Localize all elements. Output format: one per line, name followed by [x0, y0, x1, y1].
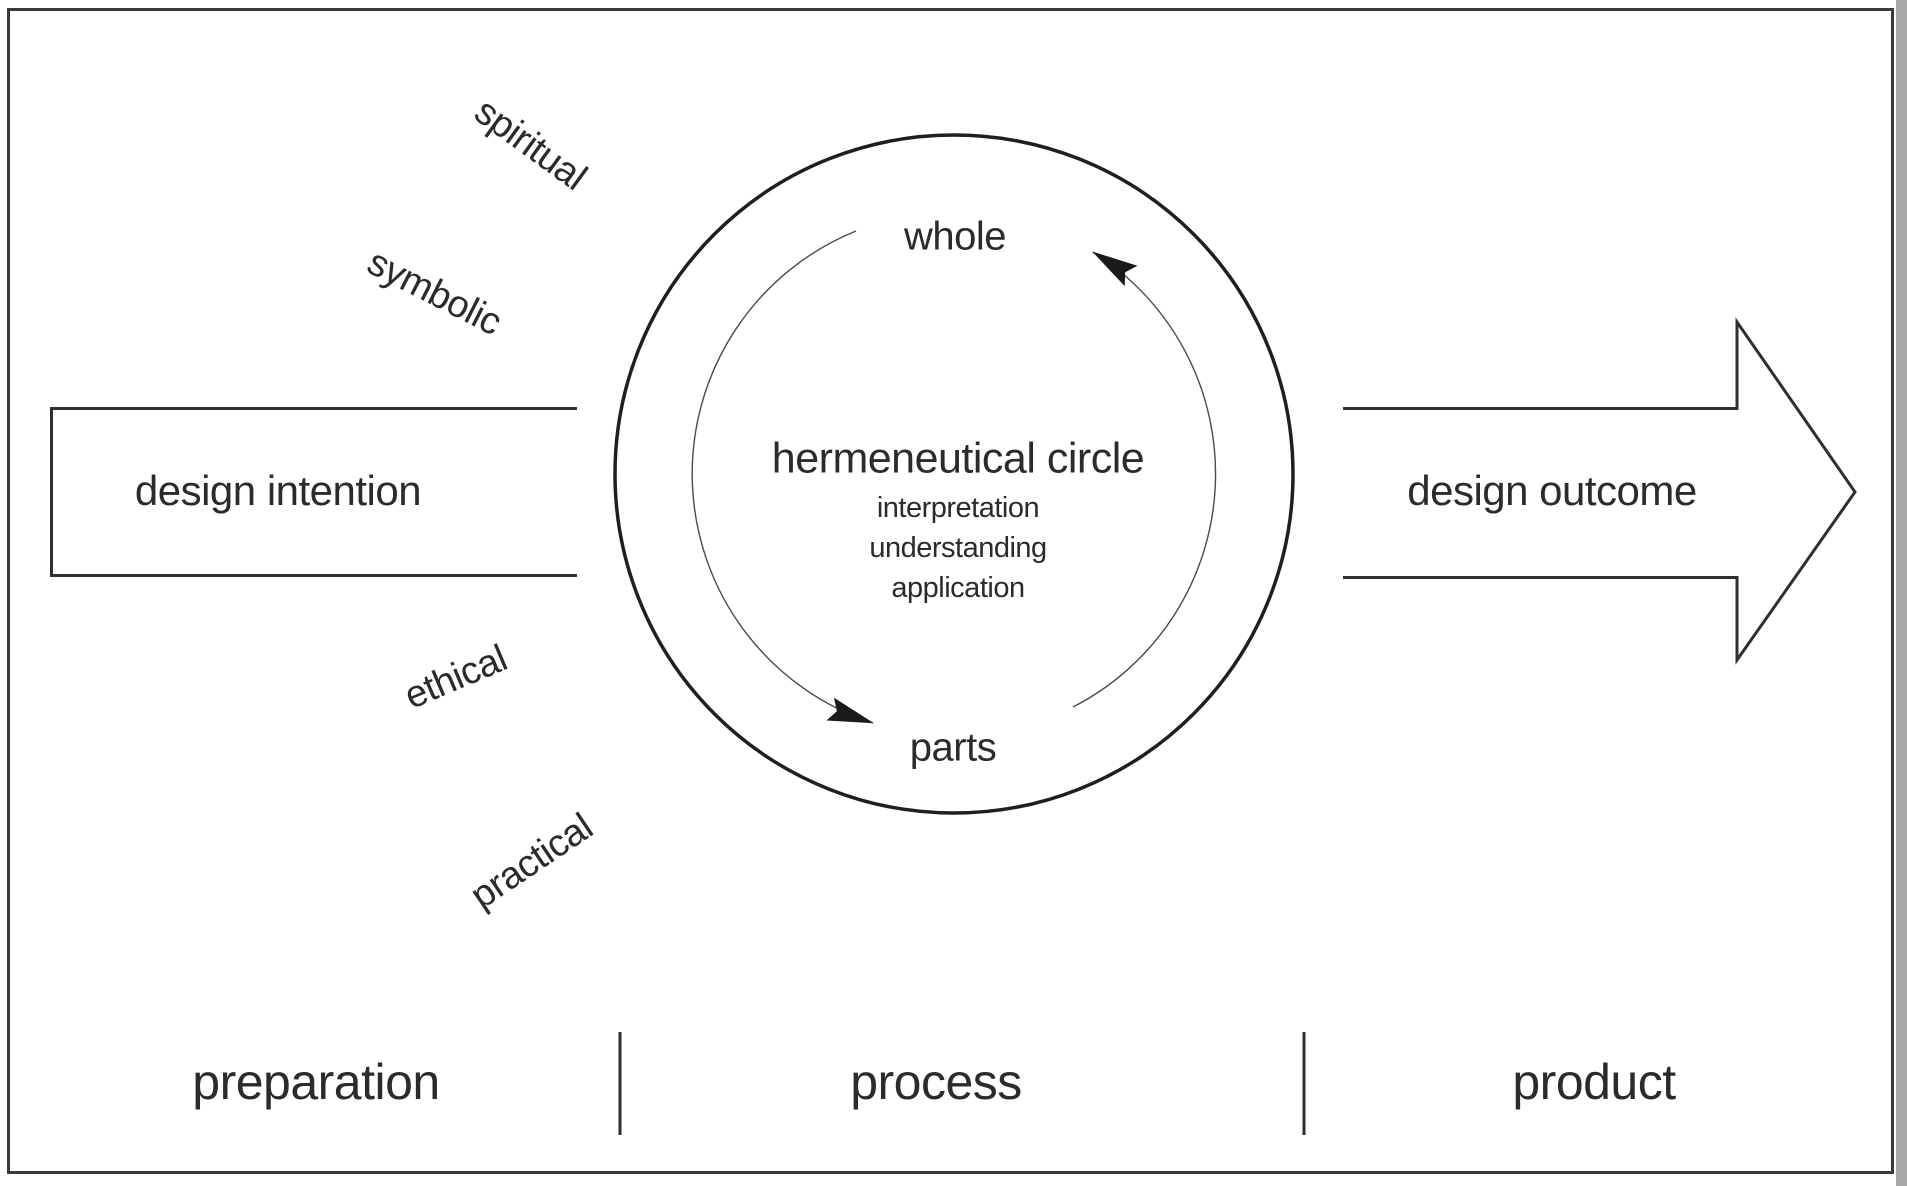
cycle-arc-whole-to-parts	[691, 230, 874, 724]
step-application: application	[891, 572, 1025, 604]
hermeneutical-circle-outline	[613, 133, 1295, 815]
figure-frame	[7, 8, 1894, 1174]
step-understanding: understanding	[869, 532, 1047, 564]
design-outcome-label: design outcome	[1407, 467, 1697, 514]
right-edge-strip	[1896, 0, 1907, 1186]
hermeneutical-circle-title: hermeneutical circle	[771, 434, 1145, 483]
cycle-node-parts: parts	[909, 725, 997, 770]
cycle-node-whole: whole	[903, 214, 1007, 259]
phase-label-product: product	[1512, 1054, 1676, 1110]
hermeneutical-steps: interpretation understanding application	[869, 488, 1047, 608]
step-interpretation: interpretation	[876, 492, 1040, 524]
design-intention-box	[50, 407, 577, 577]
phase-label-preparation: preparation	[192, 1054, 440, 1110]
design-outcome-arrow	[1343, 317, 1857, 665]
design-intention-label: design intention	[134, 467, 422, 514]
cycle-arc-parts-to-whole	[1072, 251, 1217, 708]
phase-label-process: process	[850, 1054, 1022, 1110]
